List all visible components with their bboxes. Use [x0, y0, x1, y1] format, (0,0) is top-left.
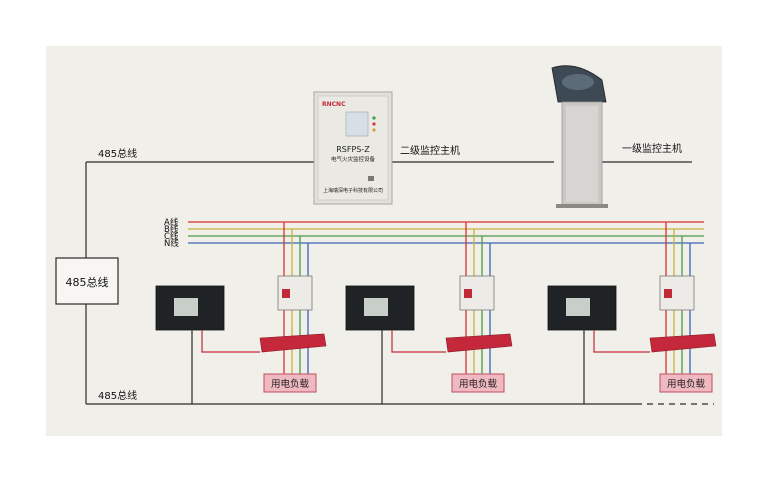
feeder-unit: 用电负载	[547, 222, 717, 404]
cabinet-screen	[345, 111, 369, 137]
bus-bottom-label: 485总线	[98, 389, 137, 402]
monitor-screen	[174, 298, 198, 316]
monitor-screen	[364, 298, 388, 316]
cabinet-subtitle: 电气火灾监控设备	[331, 155, 376, 163]
breaker-switch	[464, 289, 472, 298]
cabinet-indicator-green	[372, 116, 376, 120]
bus-top-label: 485总线	[98, 147, 137, 160]
load-label: 用电负载	[459, 378, 498, 390]
bus-box: 485总线	[55, 257, 119, 305]
feeder-units: 用电负载 用电负载 用电负载	[155, 222, 717, 404]
breaker-switch	[282, 289, 290, 298]
wiring-diagram: 485总线 485总线 二级监控主机 一级监控主机 485总线 RNCNC RS…	[55, 65, 717, 405]
phase-line-label: N线	[164, 238, 179, 249]
monitoring-cabinet: RNCNC RSFPS-Z 电气火灾监控设备 上海瑞深电子科技有限公司	[313, 91, 393, 205]
secondary-host-label: 二级监控主机	[400, 144, 460, 157]
sensor-wire	[201, 330, 260, 353]
cabinet-keyhole	[368, 176, 374, 181]
cabinet-model: RSFPS-Z	[336, 145, 370, 154]
bus-box-label: 485总线	[66, 275, 109, 289]
load-box	[659, 373, 713, 393]
load-label: 用电负载	[271, 378, 310, 390]
breaker-switch	[664, 289, 672, 298]
sensor-wire	[593, 330, 650, 353]
load-label: 用电负载	[667, 378, 706, 390]
cabinet-indicator-yellow	[372, 128, 376, 132]
current-transformer	[259, 333, 327, 353]
diagram-board: 485总线 485总线 二级监控主机 一级监控主机 485总线 RNCNC RS…	[46, 46, 722, 436]
monitor-screen	[566, 298, 590, 316]
sensor-wire	[391, 330, 446, 353]
primary-host-label: 一级监控主机	[622, 142, 682, 155]
current-transformer	[445, 333, 513, 353]
phase-line-label: B线	[164, 224, 179, 235]
load-box	[263, 373, 317, 393]
cabinet-indicator-red	[372, 122, 376, 126]
phase-line-label: A线	[164, 217, 179, 228]
kiosk-display	[562, 74, 594, 90]
phase-line-label: C线	[164, 231, 179, 242]
feeder-unit: 用电负载	[155, 222, 327, 404]
feeder-unit: 用电负载	[345, 222, 513, 404]
cabinet-maker: 上海瑞深电子科技有限公司	[323, 187, 383, 194]
monitoring-kiosk	[551, 65, 608, 208]
load-box	[451, 373, 505, 393]
current-transformer	[649, 333, 717, 353]
cabinet-brand: RNCNC	[322, 101, 346, 108]
